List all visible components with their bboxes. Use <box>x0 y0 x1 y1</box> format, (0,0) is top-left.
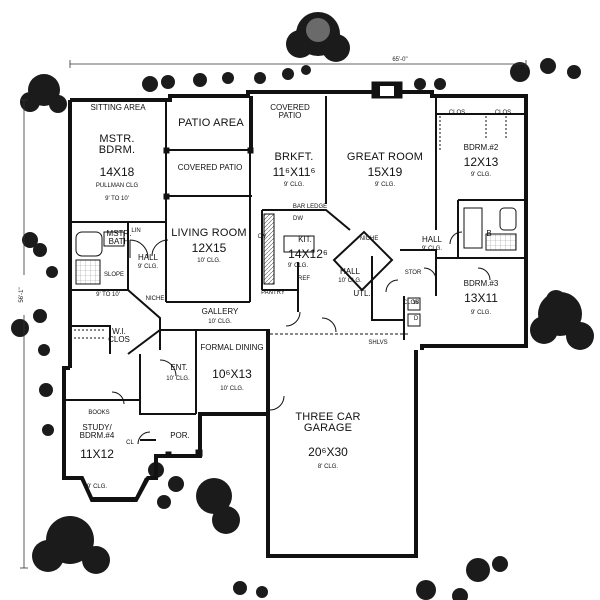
hall-kit-ceiling: 10' CLG. <box>338 278 362 284</box>
b-label: B <box>486 229 492 238</box>
w-label: W <box>413 300 419 306</box>
living-room-size: 12X15 <box>191 241 227 255</box>
clos-c-label: CLOS <box>402 300 420 306</box>
clos-a-label: CLOS <box>448 110 466 116</box>
garage-size: 20⁶X30 <box>308 445 348 459</box>
ent-name: ENT. <box>170 363 188 372</box>
sitting-area-label: SITTING AREA <box>90 103 146 112</box>
formal-dining-ceiling: 10' CLG. <box>220 386 244 392</box>
dryer-icon <box>407 313 421 327</box>
kit-name: KIT. <box>298 235 312 244</box>
wi-clos-label: W.I. CLOS <box>108 327 130 344</box>
bdrm3-name: BDRM.#3 <box>463 279 499 288</box>
tree-top-left <box>20 74 67 113</box>
master-shower-icon <box>75 259 101 285</box>
door-swings <box>111 231 491 445</box>
overall-depth-dimension: 56'-1" <box>19 275 25 315</box>
d-label: D <box>413 316 419 322</box>
slope-label: SLOPE <box>103 272 124 278</box>
patio-area-label: PATIO AREA <box>178 117 244 129</box>
shrubs-bottom <box>148 462 508 600</box>
kitchen-counter-icon <box>263 213 275 285</box>
living-room-name: LIVING ROOM <box>171 227 247 239</box>
shrubs-left-side <box>33 243 58 436</box>
tree-top-center <box>286 12 350 62</box>
great-room-size: 15X19 <box>367 165 403 179</box>
garage-name: THREE CAR GARAGE <box>295 411 361 434</box>
mstr-bdrm-name: MSTR. BDRM. <box>98 133 136 156</box>
clos-b-label: CLOS <box>494 110 512 116</box>
bdrm2-size: 12X13 <box>463 155 499 169</box>
hall-left-label: HALL <box>137 253 158 262</box>
kitchen-island-icon <box>283 235 315 253</box>
shrubs-top-row <box>142 65 446 92</box>
washer-icon <box>407 297 421 311</box>
tree-right-large <box>530 290 594 350</box>
dw-label: DW <box>293 216 303 222</box>
pantry-label: PANTRY <box>261 290 285 296</box>
landscape-shrubs <box>11 12 594 600</box>
stor-label: STOR <box>404 270 422 276</box>
dimension-lines <box>20 60 527 569</box>
bath2-vanity-icon <box>485 233 517 251</box>
garage-ceiling: 8' CLG. <box>317 464 339 470</box>
brkft-ceiling: 9' CLG. <box>283 182 305 188</box>
porch-label: POR. <box>170 431 190 440</box>
brkft-name: BRKFT. <box>274 151 314 163</box>
lin-label: LIN <box>131 228 141 234</box>
hall-right-label: HALL <box>421 235 442 244</box>
tree-bottom-left <box>32 516 110 574</box>
bath2-tub-icon <box>463 207 483 249</box>
mstr-bath-label: MSTR. BATH <box>106 229 132 246</box>
formal-dining-name: FORMAL DINING <box>200 343 264 352</box>
ref-label: REF <box>298 276 310 282</box>
master-vanity-icon <box>103 231 125 247</box>
mstr-bdrm-note: 9' TO 10' <box>105 196 129 202</box>
hall-kit-label: HALL <box>339 267 360 276</box>
mstr-bdrm-size: 14X18 <box>99 165 135 179</box>
master-tub-icon <box>75 231 103 257</box>
great-room-name: GREAT ROOM <box>346 151 424 163</box>
niche-right-label: NICHE <box>359 236 379 242</box>
brkft-size: 11⁶X11⁶ <box>272 165 316 179</box>
tree-top-right <box>510 58 581 82</box>
ov-label: OV <box>257 234 267 240</box>
study-bay-window-icon <box>81 477 147 499</box>
bdrm3-ceiling: 9' CLG. <box>470 310 492 316</box>
kit-size: 14X12⁶ <box>288 247 328 261</box>
study-ceiling: 9' CLG. <box>86 484 108 490</box>
gallery-name: GALLERY <box>201 307 239 316</box>
hall-right-ceiling: 9' CLG. <box>421 246 443 252</box>
great-room-ceiling: 9' CLG. <box>374 182 396 188</box>
hall-left-ceiling: 9' CLG. <box>137 264 159 270</box>
cl-label: CL <box>126 440 134 446</box>
formal-dining-size: 10⁶X13 <box>212 367 252 381</box>
bath2-toilet-icon <box>499 207 517 231</box>
tree-left-mid <box>11 232 38 337</box>
bdrm3-size: 13X11 <box>464 291 498 305</box>
bath-ceiling-label: 9' TO 10' <box>96 292 120 298</box>
gallery-ceiling: 10' CLG. <box>208 319 232 325</box>
covered-patio-top-label: COVERED PATIO <box>270 103 310 120</box>
mstr-bdrm-ceiling: PULLMAN CLG <box>95 183 139 189</box>
bar-ledge-label: BAR LEDGE <box>292 204 328 210</box>
living-room-ceiling: 10' CLG. <box>197 258 221 264</box>
interior-walls <box>64 96 526 441</box>
closet-rod-icon <box>439 116 507 150</box>
fixtures <box>74 81 517 499</box>
niche-left-label: NICHE <box>145 296 165 302</box>
shlvs-label: SHLVS <box>368 340 388 346</box>
study-name: STUDY/ BDRM.#4 <box>79 423 115 440</box>
ent-ceiling: 10' CLG. <box>166 376 190 382</box>
kit-ceiling: 9' CLG. <box>287 263 309 269</box>
utility-label: UTL. <box>353 289 371 298</box>
covered-patio-mid-label: COVERED PATIO <box>177 163 243 172</box>
study-size: 11X12 <box>80 447 114 461</box>
books-label: BOOKS <box>88 410 110 416</box>
bdrm2-ceiling: 9' CLG. <box>470 172 492 178</box>
bdrm2-name: BDRM.#2 <box>463 143 499 152</box>
overall-width-dimension: 65'-0" <box>380 57 420 63</box>
